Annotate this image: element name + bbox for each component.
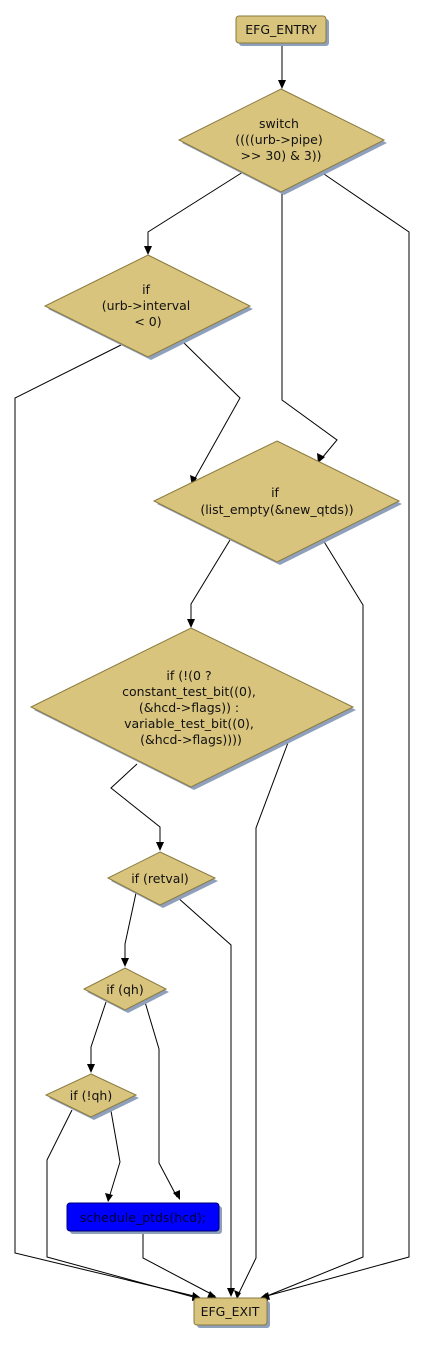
node-diamond	[43, 254, 252, 358]
arrowhead	[173, 1190, 180, 1200]
node-label: if (!qh)	[70, 1088, 112, 1103]
edge-switch-interval	[147, 171, 244, 252]
node-label: if (list_empty(&new_qtds))	[200, 485, 353, 517]
edge-interval-exit	[14, 344, 199, 1298]
edges	[14, 44, 410, 1301]
edge-retval-qh	[124, 892, 137, 964]
edge-testbit-retval	[110, 763, 161, 848]
arrowhead	[207, 1291, 218, 1299]
node-if-not-qh: if (!qh)	[44, 1073, 139, 1120]
node-label: if (urb->interval < 0)	[102, 282, 195, 329]
edge-listempty-exit	[261, 539, 364, 1299]
node-label: EFG_EXIT	[201, 1304, 260, 1319]
node-label: if (!(0 ? constant_test_bit((0), (&hcd->…	[122, 668, 260, 747]
node-diamond	[29, 627, 355, 788]
edge-listempty-testbit	[190, 539, 231, 625]
edge-switch-listempty	[281, 192, 338, 459]
node-diamond	[82, 967, 168, 1011]
node-diamond	[106, 851, 217, 906]
node-label: if (retval)	[131, 871, 189, 886]
node-entry: EFG_ENTRY	[235, 15, 329, 46]
node-if-qh: if (qh)	[82, 967, 169, 1013]
node-switch: switch ((((urb->pipe) >> 30) & 3))	[177, 88, 387, 195]
edge-schedule-exit	[142, 1232, 216, 1297]
arrowhead	[87, 1064, 95, 1073]
node-if-retval: if (retval)	[106, 851, 218, 908]
arrowhead	[278, 80, 286, 89]
node-label: EFG_ENTRY	[245, 22, 317, 37]
node-label: switch ((((urb->pipe) >> 30) & 3))	[235, 116, 326, 163]
edge-notqh-schedule	[108, 1110, 121, 1199]
node-diamond	[44, 1073, 138, 1118]
arrowhead	[187, 619, 195, 628]
arrowhead	[144, 246, 152, 255]
edge-retval-exit	[176, 896, 232, 1293]
arrowhead	[121, 958, 129, 967]
node-if-test-bit: if (!(0 ? constant_test_bit((0), (&hcd->…	[29, 627, 356, 790]
edge-qh-schedule	[144, 1001, 178, 1198]
node-schedule-ptds: schedule_ptds(hcd);	[66, 1202, 222, 1234]
arrowhead	[105, 1193, 113, 1202]
node-exit: EFG_EXIT	[193, 1297, 270, 1328]
node-box	[235, 15, 327, 44]
edge-testbit-exit	[237, 739, 290, 1296]
arrowhead	[317, 453, 325, 463]
node-if-interval: if (urb->interval < 0)	[43, 254, 253, 360]
edge-switch-exit	[262, 171, 410, 1298]
edge-qh-notqh	[90, 1001, 107, 1070]
arrowhead	[227, 1288, 235, 1297]
node-diamond	[152, 440, 401, 563]
node-label: if (qh)	[106, 982, 143, 997]
arrowhead	[234, 1290, 241, 1299]
node-label: schedule_ptds(hcd);	[80, 1210, 206, 1225]
node-diamond	[177, 88, 386, 193]
edge-notqh-exit	[46, 1109, 198, 1299]
node-if-list-empty: if (list_empty(&new_qtds))	[152, 440, 402, 565]
node-box	[66, 1202, 220, 1232]
node-box	[193, 1297, 268, 1326]
edge-interval-listempty	[182, 341, 241, 481]
arrowhead	[156, 842, 164, 851]
